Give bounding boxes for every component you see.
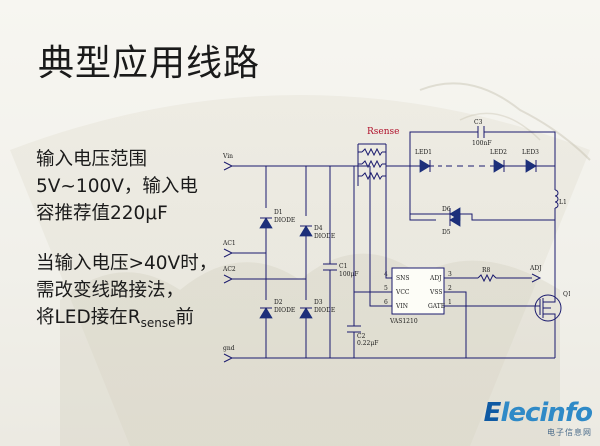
slide-title: 典型应用线路	[38, 43, 261, 84]
label-r8: R8	[482, 267, 491, 274]
label-d1-type: DIODE	[274, 217, 295, 224]
resistor-rsense-3	[361, 171, 383, 181]
note-line: 5V~100V，输入电	[36, 176, 198, 197]
logo-tagline: 电子信息网	[547, 428, 592, 437]
label-d4-type: DIODE	[314, 233, 335, 240]
logo-rest: lecinfo	[500, 398, 593, 428]
resistor-rsense-1	[361, 147, 383, 157]
label-led2: LED2	[490, 149, 507, 156]
brand-logo: Elecinfo 电子信息网	[483, 398, 593, 438]
note-line: 容推荐值220μF	[36, 203, 168, 224]
note-line-rsense: 将LED接在Rsense前	[36, 304, 217, 337]
ic-pin-adj: ADJ	[429, 275, 442, 282]
note-input-range: 输入电压范围 5V~100V，输入电 容推荐值220μF	[36, 146, 198, 227]
label-c1: C1	[339, 263, 347, 270]
label-c3-value: 100nF	[472, 140, 491, 147]
label-d3: D3	[314, 299, 323, 306]
led-2	[493, 159, 505, 173]
label-c1-value: 100μF	[339, 271, 359, 278]
circuit-schematic: Vin AC1 AC2 gnd D1 DIODE D2 DIODE	[222, 119, 570, 363]
terminal-gnd: gnd	[223, 345, 235, 363]
pin-1: 1	[448, 299, 452, 306]
pin-2: 2	[448, 285, 452, 292]
note-text: 将LED接在R	[36, 307, 141, 328]
pin-5: 5	[384, 285, 388, 292]
logo-wordmark: Elecinfo	[483, 398, 593, 428]
inductor-l1	[554, 189, 559, 209]
ic-vas1210	[391, 267, 445, 315]
label-led1: LED1	[415, 149, 432, 156]
ic-pin-vcc: VCC	[395, 289, 410, 296]
label-ac2: AC2	[222, 266, 236, 273]
terminal-adj	[531, 273, 542, 283]
label-d4: D4	[314, 225, 323, 232]
terminal-vin: Vin	[222, 153, 233, 171]
label-rsense: Rsense	[367, 127, 399, 137]
label-l1: L1	[559, 199, 567, 206]
label-adj: ADJ	[529, 265, 542, 272]
label-d6: D6	[442, 206, 451, 213]
pin-3: 3	[448, 271, 452, 278]
diode-d1	[259, 217, 273, 229]
note-line: 当输入电压>40V时，	[36, 253, 218, 274]
label-c2-value: 0.22μF	[357, 340, 378, 347]
mosfet-q1	[534, 294, 562, 322]
led-1	[419, 159, 431, 173]
note-subscript: sense	[140, 316, 176, 330]
note-line: 需改变线路接法，	[36, 280, 185, 301]
diode-d2	[259, 307, 273, 319]
led-3	[525, 159, 537, 173]
ic-pin-vss: VSS	[429, 289, 442, 296]
label-ac1: AC1	[222, 240, 236, 247]
ic-pin-gate: GATE	[428, 303, 445, 310]
ic-name: VAS1210	[389, 318, 418, 325]
label-d2: D2	[274, 299, 283, 306]
label-c2: C2	[357, 333, 366, 340]
resistor-r8	[477, 273, 497, 283]
terminal-ac1: AC1	[222, 240, 236, 258]
label-d1: D1	[274, 209, 283, 216]
label-d5: D5	[442, 229, 451, 236]
note-text: 前	[175, 307, 194, 328]
pin-6: 6	[384, 299, 388, 306]
resistor-rsense-2	[361, 159, 383, 169]
diode-d3	[299, 307, 313, 319]
label-gnd: gnd	[223, 345, 235, 352]
ic-pin-sns: SNS	[396, 275, 409, 282]
label-vin: Vin	[222, 153, 233, 160]
label-c3: C3	[474, 119, 483, 126]
note-line: 输入电压范围	[36, 149, 148, 170]
label-d2-type: DIODE	[274, 307, 295, 314]
logo-letter: E	[483, 398, 502, 428]
diode-d5	[449, 213, 461, 227]
terminal-ac2: AC2	[222, 266, 236, 284]
note-high-voltage: 当输入电压>40V时， 需改变线路接法， 将LED接在Rsense前	[36, 250, 217, 337]
label-led3: LED3	[522, 149, 539, 156]
label-d3-type: DIODE	[314, 307, 335, 314]
ic-pin-vin: VIN	[395, 303, 408, 310]
label-q1: Q1	[563, 291, 570, 298]
diode-d4	[299, 225, 313, 237]
